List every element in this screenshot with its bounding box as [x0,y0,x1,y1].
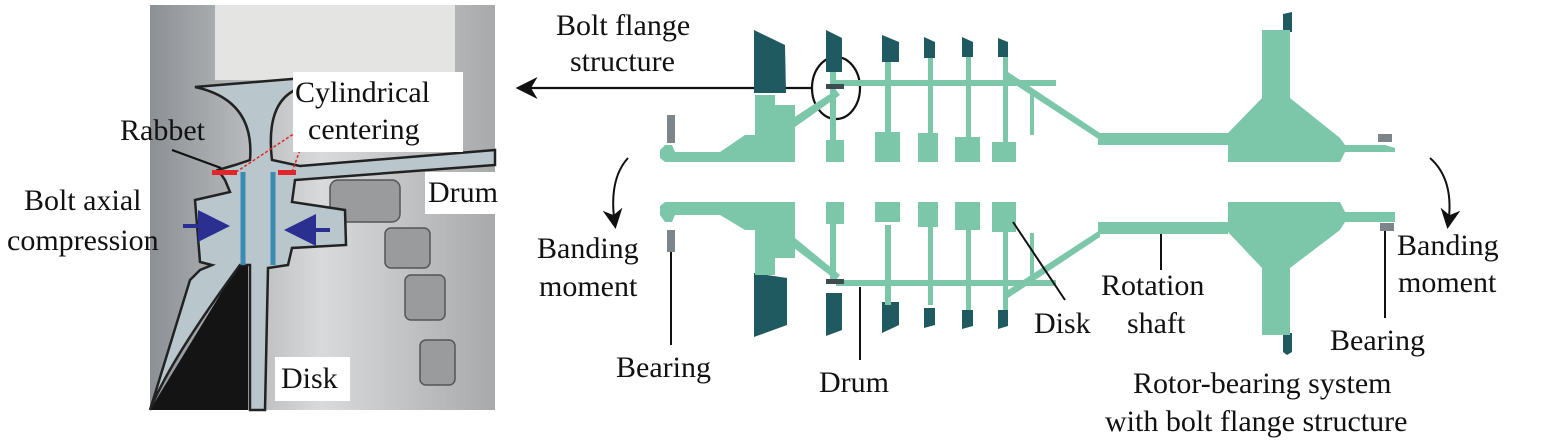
caption-line2: with bolt flange structure [1105,405,1407,438]
flange-label-line2: structure [570,45,675,78]
rotor-lower-half [660,202,1395,335]
blades-lower [754,273,1292,355]
disk-leader [1012,221,1066,301]
bearing-left-label: Bearing [616,351,711,384]
rabbet-contact-mark [212,170,237,175]
bending-moment-arrow-right [1429,157,1461,229]
rotor-upper-half [660,30,1395,162]
drum-label-box [425,172,510,214]
drum-label-detail: Drum [428,176,498,209]
disk-label-detail: Disk [281,362,338,395]
bolt-compression-label-line2: compression [7,224,159,257]
bearing-right-upper [1378,134,1392,142]
flange-detail-view: Rabbet Cylindrical centering Bolt axial … [7,5,510,412]
blades-upper [754,12,1292,93]
disk-label-box [275,357,350,401]
shaft-label-line1: Rotation [1101,269,1204,302]
flange-bolt-upper [826,84,844,89]
shaft-label-line2: shaft [1127,307,1186,340]
banding-left-label-line1: Banding [537,232,639,265]
drum-label: Drum [819,366,889,399]
centering-contact-mark [278,170,296,175]
bolt-compression-label-line1: Bolt axial [24,184,141,217]
banding-left-label-line2: moment [539,270,638,303]
cylindrical-label-box [293,72,463,152]
banding-right-label-line1: Banding [1397,229,1499,262]
cylindrical-label-line2: centering [308,113,420,146]
bearing-left-lower [667,230,675,252]
flange-cross-section [148,73,497,412]
blade-render-top [215,5,455,80]
bolt-heads [329,179,456,386]
banding-right-label-line2: moment [1398,266,1497,299]
rotor-system-view: Bolt flange structure Banding moment Bea… [515,9,1499,438]
centering-dotted-1 [235,132,296,173]
rabbet-leader [171,149,222,169]
centering-dotted-2 [291,149,301,173]
disk-cavity [150,262,248,410]
cylindrical-label-line1: Cylindrical [295,76,430,109]
bearing-right-label: Bearing [1330,324,1425,357]
flange-bolt-lower [826,279,844,284]
rabbet-label: Rabbet [120,114,206,147]
flange-label-line1: Bolt flange [556,9,690,42]
bearing-right-lower [1380,223,1394,231]
bending-moment-arrow-left [602,157,629,229]
disk-label: Disk [1034,307,1091,340]
bearing-left-upper [667,115,675,143]
caption-line1: Rotor-bearing system [1133,367,1392,400]
